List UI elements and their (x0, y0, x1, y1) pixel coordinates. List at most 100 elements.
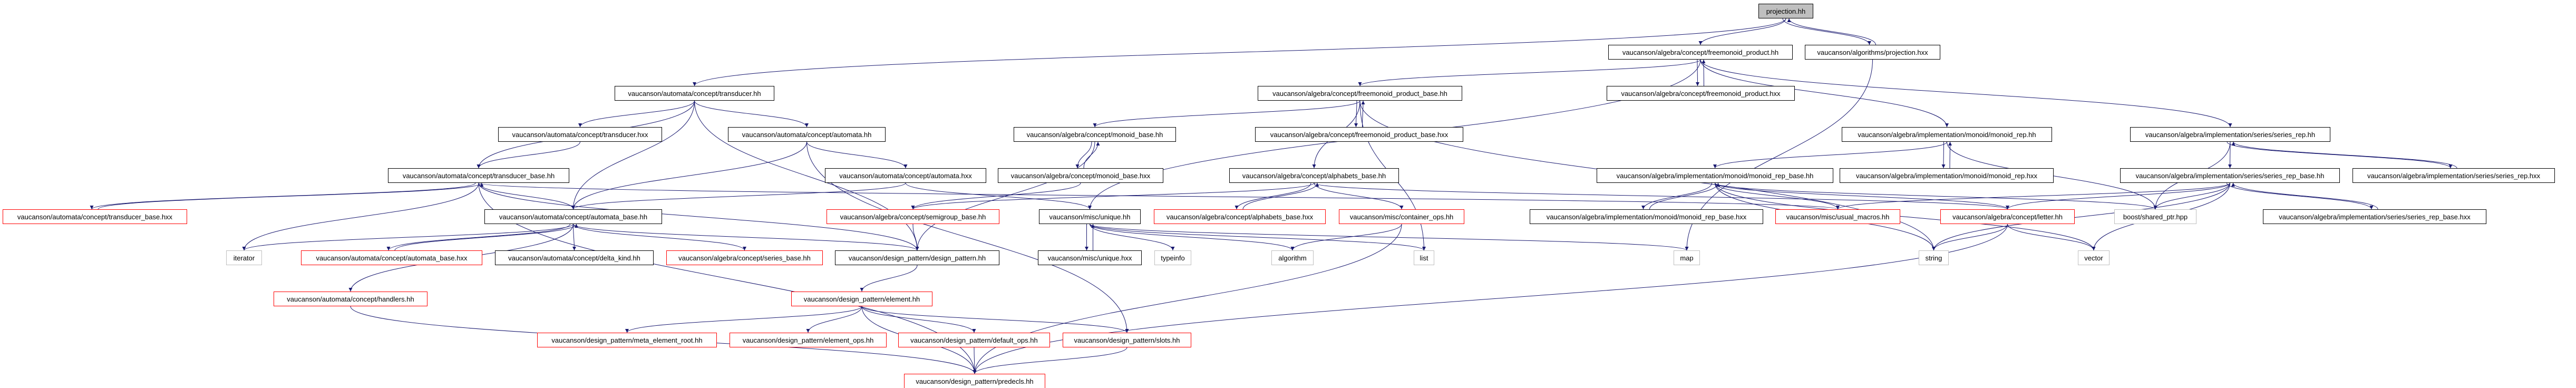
edge-series_rep_base_hh-to-series_rep_base_hxx (2227, 182, 2374, 210)
node-design-pattern-hh[interactable]: vaucanson/design_pattern/design_pattern.… (835, 250, 999, 265)
node-usual-macros-hh[interactable]: vaucanson/misc/usual_macros.hh (1775, 209, 1900, 224)
node-label: vaucanson/automata/concept/automata_base… (499, 212, 648, 221)
node-monoid-base-hh[interactable]: vaucanson/algebra/concept/monoid_base.hh (1014, 127, 1176, 142)
node-slots-hh[interactable]: vaucanson/design_pattern/slots.hh (1063, 333, 1191, 347)
node-label: vaucanson/misc/unique.hh (1049, 212, 1131, 221)
node-default-ops-hh[interactable]: vaucanson/design_pattern/default_ops.hh (898, 333, 1050, 347)
node-semigroup-base-hh[interactable]: vaucanson/algebra/concept/semigroup_base… (827, 209, 999, 224)
edge-letter_hh-to-string (1932, 224, 2008, 251)
node-handlers-hh[interactable]: vaucanson/automata/concept/handlers.hh (274, 292, 427, 306)
edge-semigroup_base_hh-to-design_pattern_hh (912, 224, 919, 251)
node-iterator[interactable]: iterator (226, 250, 262, 265)
node-label: vaucanson/algebra/implementation/monoid/… (1616, 171, 1814, 180)
node-monoid-rep-base-hh[interactable]: vaucanson/algebra/implementation/monoid/… (1597, 168, 1833, 183)
node-transducer-hxx[interactable]: vaucanson/automata/concept/transducer.hx… (498, 127, 662, 142)
edge-automata_base_hh-to-delta_kind_hh (572, 224, 576, 251)
node-automata-base-hxx[interactable]: vaucanson/automata/concept/automata_base… (301, 250, 482, 265)
node-label: vaucanson/algebra/concept/series_base.hh (678, 254, 811, 262)
edge-automata_base_hh-to-series_base_hh (573, 224, 746, 251)
node-unique-hh[interactable]: vaucanson/misc/unique.hh (1039, 209, 1141, 224)
node-label: vaucanson/algebra/implementation/series/… (2145, 130, 2316, 139)
node-alphabets-base-hh[interactable]: vaucanson/algebra/concept/alphabets_base… (1229, 168, 1399, 183)
node-freemonoid-product-hh[interactable]: vaucanson/algebra/concept/freemonoid_pro… (1608, 45, 1793, 60)
node-label: algorithm (1278, 254, 1307, 262)
node-label: vaucanson/automata/concept/delta_kind.hh (508, 254, 640, 262)
node-monoid-rep-hxx[interactable]: vaucanson/algebra/implementation/monoid/… (1840, 168, 2054, 183)
node-predecls-hh[interactable]: vaucanson/design_pattern/predecls.hh (904, 374, 1045, 388)
edge-series_rep_hxx-to-series_rep_hh (2231, 141, 2457, 169)
node-shared-ptr-hpp[interactable]: boost/shared_ptr.hpp (2114, 209, 2196, 224)
node-label: vaucanson/algebra/implementation/monoid/… (1858, 130, 2036, 139)
node-container-ops-hh[interactable]: vaucanson/misc/container_ops.hh (1339, 209, 1464, 224)
node-transducer-base-hxx[interactable]: vaucanson/automata/concept/transducer_ba… (3, 209, 187, 224)
edge-projection_hh-to-transducer_hh (693, 18, 1786, 86)
node-list[interactable]: list (1414, 250, 1434, 265)
node-monoid-base-hxx[interactable]: vaucanson/algebra/concept/monoid_base.hx… (998, 168, 1163, 183)
node-unique-hxx[interactable]: vaucanson/misc/unique.hxx (1038, 250, 1142, 265)
node-series-rep-base-hxx[interactable]: vaucanson/algebra/implementation/series/… (2263, 209, 2486, 224)
node-label: vaucanson/automata/concept/transducer_ba… (17, 212, 173, 221)
edge-alphabets_base_hh-to-alphabets_base_hxx (1234, 182, 1311, 210)
node-letter-hh[interactable]: vaucanson/algebra/concept/letter.hh (1940, 209, 2075, 224)
node-vector[interactable]: vector (2078, 250, 2110, 265)
node-series-rep-hxx[interactable]: vaucanson/algebra/implementation/series/… (2353, 168, 2555, 183)
node-algorithm[interactable]: algorithm (1271, 250, 1314, 265)
edge-monoid_rep_base_hh-to-shared_ptr_hpp (1715, 182, 2157, 210)
node-automata-base-hh[interactable]: vaucanson/automata/concept/automata_base… (484, 209, 662, 224)
edge-transducer_hh-to-automata_hh (694, 100, 809, 128)
node-element-hh[interactable]: vaucanson/design_pattern/element.hh (791, 292, 932, 306)
node-delta-kind-hh[interactable]: vaucanson/automata/concept/delta_kind.hh (495, 250, 654, 265)
node-freemonoid-product-hxx[interactable]: vaucanson/algebra/concept/freemonoid_pro… (1607, 86, 1795, 101)
node-label: vaucanson/algebra/implementation/series/… (2135, 171, 2325, 180)
node-label: vaucanson/design_pattern/design_pattern.… (848, 254, 986, 262)
node-label: vaucanson/algebra/concept/freemonoid_pro… (1622, 48, 1779, 56)
edge-monoid_rep_base_hh-to-monoid_rep_base_hxx (1641, 182, 1712, 210)
edge-freemonoid_product_hh-to-monoid_rep_hh (1700, 59, 1949, 128)
node-label: vaucanson/design_pattern/default_ops.hh (910, 336, 1038, 344)
edge-alphabets_base_hh-to-container_ops_hh (1314, 182, 1404, 210)
node-automata-hh[interactable]: vaucanson/automata/concept/automata.hh (728, 127, 886, 142)
edge-monoid_base_hh-to-monoid_base_hxx (1075, 141, 1092, 169)
edge-projection_hh-to-projection_hxx (1782, 18, 1871, 45)
node-label: vaucanson/algebra/concept/freemonoid_pro… (1272, 89, 1447, 98)
edge-monoid_rep_base_hh-to-vector (1715, 182, 2096, 251)
node-label: projection.hh (1766, 7, 1806, 15)
node-label: vaucanson/design_pattern/element_ops.hh (742, 336, 874, 344)
node-label: vaucanson/algebra/concept/semigroup_base… (840, 212, 986, 221)
node-monoid-rep-base-hxx[interactable]: vaucanson/algebra/implementation/monoid/… (1530, 209, 1763, 224)
edge-element_hh-to-meta_element_root_hh (625, 306, 862, 333)
edge-freemonoid_product_hh-to-freemonoid_product_hxx (1695, 59, 1699, 86)
node-transducer-hh[interactable]: vaucanson/automata/concept/transducer.hh (615, 86, 774, 101)
node-automata-hxx[interactable]: vaucanson/automata/concept/automata.hxx (825, 168, 986, 183)
node-freemonoid-product-base-hh[interactable]: vaucanson/algebra/concept/freemonoid_pro… (1258, 86, 1462, 101)
node-alphabets-base-hxx[interactable]: vaucanson/algebra/concept/alphabets_base… (1154, 209, 1326, 224)
edge-series_rep_base_hxx-to-series_rep_base_hh (2231, 182, 2378, 210)
node-series-rep-hh[interactable]: vaucanson/algebra/implementation/series/… (2130, 127, 2330, 142)
node-series-rep-base-hh[interactable]: vaucanson/algebra/implementation/series/… (2120, 168, 2340, 183)
node-meta-element-root-hh[interactable]: vaucanson/design_pattern/meta_element_ro… (537, 333, 717, 347)
node-freemonoid-product-base-hxx[interactable]: vaucanson/algebra/concept/freemonoid_pro… (1255, 127, 1463, 142)
node-element-ops-hh[interactable]: vaucanson/design_pattern/element_ops.hh (730, 333, 887, 347)
node-label: vaucanson/algebra/concept/alphabets_base… (1166, 212, 1314, 221)
node-series-base-hh[interactable]: vaucanson/algebra/concept/series_base.hh (666, 250, 823, 265)
edge-alphabets_base_hxx-to-alphabets_base_hh (1242, 182, 1319, 210)
node-map[interactable]: map (1674, 250, 1700, 265)
node-label: vaucanson/misc/unique.hxx (1047, 254, 1132, 262)
edge-series_rep_base_hh-to-string (1932, 182, 2230, 251)
edge-projection_hh-to-freemonoid_product_hh (1698, 18, 1786, 45)
node-typeinfo[interactable]: typeinfo (1154, 250, 1191, 265)
edge-automata_base_hh-to-automata_base_hxx (386, 224, 570, 251)
node-label: vaucanson/automata/concept/automata.hh (742, 130, 872, 139)
edge-monoid_rep_hh-to-monoid_rep_hxx (1941, 141, 1946, 169)
node-projection-hxx[interactable]: vaucanson/algorithms/projection.hxx (1805, 45, 1940, 60)
node-projection-hh[interactable]: projection.hh (1758, 4, 1813, 18)
node-transducer-base-hh[interactable]: vaucanson/automata/concept/transducer_ba… (388, 168, 569, 183)
edge-automata_base_hh-to-design_pattern_hh (573, 224, 919, 251)
node-label: vaucanson/algebra/implementation/monoid/… (1546, 212, 1747, 221)
node-label: vaucanson/misc/container_ops.hh (1349, 212, 1454, 221)
node-string[interactable]: string (1919, 250, 1949, 265)
edge-freemonoid_product_base_hh-to-monoid_base_hh (1093, 100, 1360, 128)
node-monoid-rep-hh[interactable]: vaucanson/algebra/implementation/monoid/… (1842, 127, 2052, 142)
